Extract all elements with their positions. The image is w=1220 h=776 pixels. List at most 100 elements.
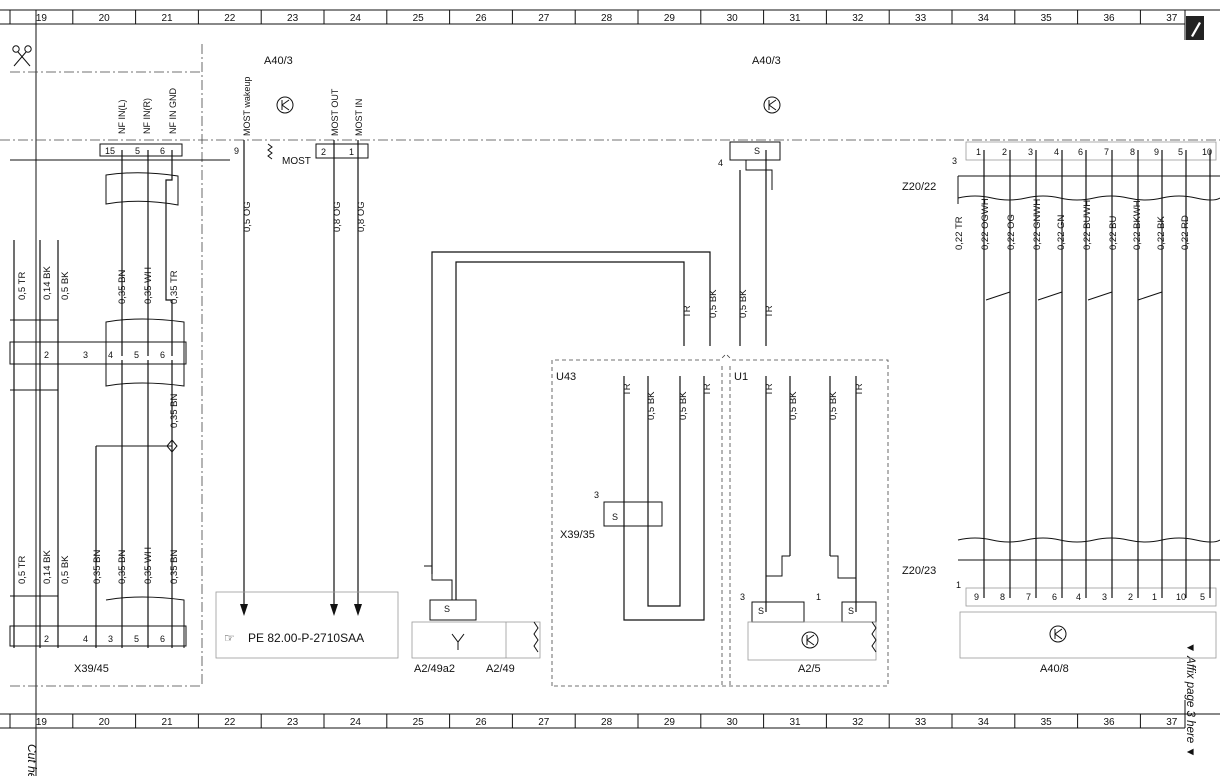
- ruler-label: 36: [1103, 13, 1115, 24]
- wire-label: 0,22 OGWH: [980, 198, 991, 250]
- nf-inputs: NF IN(L) NF IN(R) NF IN GND 15 5 6: [99, 88, 183, 206]
- svg-text:0,35 BN: 0,35 BN: [117, 270, 128, 304]
- ruler-label: 29: [664, 13, 676, 24]
- ruler-label: 22: [224, 13, 236, 24]
- svg-text:3: 3: [594, 490, 599, 500]
- x39-35-label: X39/35: [560, 529, 595, 541]
- z20-22-label: Z20/22: [902, 181, 936, 193]
- svg-text:MOST OUT: MOST OUT: [330, 88, 340, 136]
- pin-label: 10: [1202, 147, 1212, 157]
- wire-label: 0,22 BKWH: [1132, 200, 1143, 250]
- ruler-label: 21: [161, 13, 173, 24]
- svg-text:15: 15: [105, 146, 115, 156]
- wire-label: 0,22 BUWH: [1082, 200, 1093, 250]
- svg-text:2: 2: [44, 634, 49, 644]
- pin-label: 9: [1154, 147, 1159, 157]
- ruler-label: 33: [915, 13, 927, 24]
- svg-text:NF IN(R): NF IN(R): [142, 98, 152, 134]
- pin-label: 1: [1152, 592, 1157, 602]
- svg-text:S: S: [754, 146, 760, 156]
- transistor-icon: [801, 631, 819, 649]
- ruler-label: 34: [978, 717, 990, 728]
- ruler-label: 28: [601, 717, 613, 728]
- pin-label: 8: [1130, 147, 1135, 157]
- svg-text:5: 5: [134, 350, 139, 360]
- a2-5-label: A2/5: [798, 663, 821, 675]
- svg-text:0,14 BK: 0,14 BK: [42, 266, 53, 300]
- ruler-label: 32: [852, 717, 864, 728]
- svg-text:2: 2: [321, 147, 326, 157]
- ruler-label: 33: [915, 717, 927, 728]
- wire-label: 0,22 BU: [1108, 216, 1119, 250]
- ruler-label: 25: [413, 717, 425, 728]
- pin-label: 5: [1178, 147, 1183, 157]
- ruler-label: 23: [287, 717, 299, 728]
- pin-label: 3: [1028, 147, 1033, 157]
- svg-text:0,8 OG: 0,8 OG: [332, 201, 343, 232]
- a40-3-right-label: A40/3: [752, 55, 781, 67]
- svg-text:0,5 BK: 0,5 BK: [60, 555, 71, 584]
- cut-here-label: Cut here: [25, 744, 39, 776]
- svg-text:TR: TR: [854, 383, 865, 396]
- pin-label: 4: [1054, 147, 1059, 157]
- pin-label: 5: [1200, 592, 1205, 602]
- svg-text:3: 3: [108, 634, 113, 644]
- svg-text:0,5 BK: 0,5 BK: [788, 391, 799, 420]
- pin-label: 10: [1176, 592, 1186, 602]
- pin-label: 2: [1002, 147, 1007, 157]
- wire-label: 0,22 RD: [1180, 215, 1191, 250]
- ruler-label: 29: [664, 717, 676, 728]
- transistor-icon: [1049, 625, 1067, 643]
- reference-link[interactable]: PE 82.00-P-2710SAA: [248, 631, 364, 645]
- ruler-label: 37: [1166, 13, 1178, 24]
- svg-text:0,5 BK: 0,5 BK: [646, 391, 657, 420]
- ruler-label: 19: [36, 13, 48, 24]
- svg-text:0,35 WH: 0,35 WH: [143, 547, 154, 584]
- pin-label: 7: [1026, 592, 1031, 602]
- left-wires: [9, 150, 187, 648]
- ruler-label: 21: [161, 717, 173, 728]
- svg-text:0,5 OG: 0,5 OG: [242, 201, 253, 232]
- svg-text:1: 1: [349, 147, 354, 157]
- svg-text:S: S: [848, 606, 854, 616]
- ruler-label: 22: [224, 717, 236, 728]
- ruler-label: 27: [538, 717, 550, 728]
- ruler-label: 23: [287, 13, 299, 24]
- svg-text:0,14 BK: 0,14 BK: [42, 550, 53, 584]
- pin-label: 6: [1078, 147, 1083, 157]
- svg-text:5: 5: [135, 146, 140, 156]
- ruler-label: 30: [727, 13, 739, 24]
- svg-text:0,35 BN: 0,35 BN: [169, 394, 180, 428]
- wire-label: 0,22 GN: [1056, 214, 1067, 250]
- z20-23-label: Z20/23: [902, 565, 936, 577]
- ruler-label: 32: [852, 13, 864, 24]
- svg-text:TR: TR: [622, 383, 633, 396]
- ruler-label: 34: [978, 13, 990, 24]
- svg-text:1: 1: [816, 592, 821, 602]
- svg-text:0,5 BK: 0,5 BK: [828, 391, 839, 420]
- svg-text:NF IN GND: NF IN GND: [168, 88, 178, 134]
- svg-text:S: S: [444, 604, 450, 614]
- svg-text:4: 4: [718, 158, 723, 168]
- ruler-label: 28: [601, 13, 613, 24]
- affix-page-label: ▼ Affix page 3 here ▼: [1184, 642, 1196, 758]
- svg-text:0,35 BN: 0,35 BN: [169, 550, 180, 584]
- ruler-label: 24: [350, 717, 362, 728]
- edit-note-icon: [1186, 16, 1204, 40]
- a2-49-label: A2/49: [486, 663, 515, 675]
- x39-45-label: X39/45: [74, 663, 109, 675]
- wire-label: 0,22 BK: [1156, 216, 1167, 250]
- svg-text:MOST wakeup: MOST wakeup: [242, 77, 252, 136]
- svg-text:0,5 BK: 0,5 BK: [60, 271, 71, 300]
- pin-label: 3: [1102, 592, 1107, 602]
- pin-label: 9: [974, 592, 979, 602]
- ruler-label: 37: [1166, 717, 1178, 728]
- ruler-label: 20: [99, 717, 111, 728]
- svg-text:0,5 TR: 0,5 TR: [17, 272, 28, 300]
- reference-icon: ☞: [224, 631, 235, 645]
- svg-text:3: 3: [952, 156, 957, 166]
- a2-49a2-label: A2/49a2: [414, 663, 455, 675]
